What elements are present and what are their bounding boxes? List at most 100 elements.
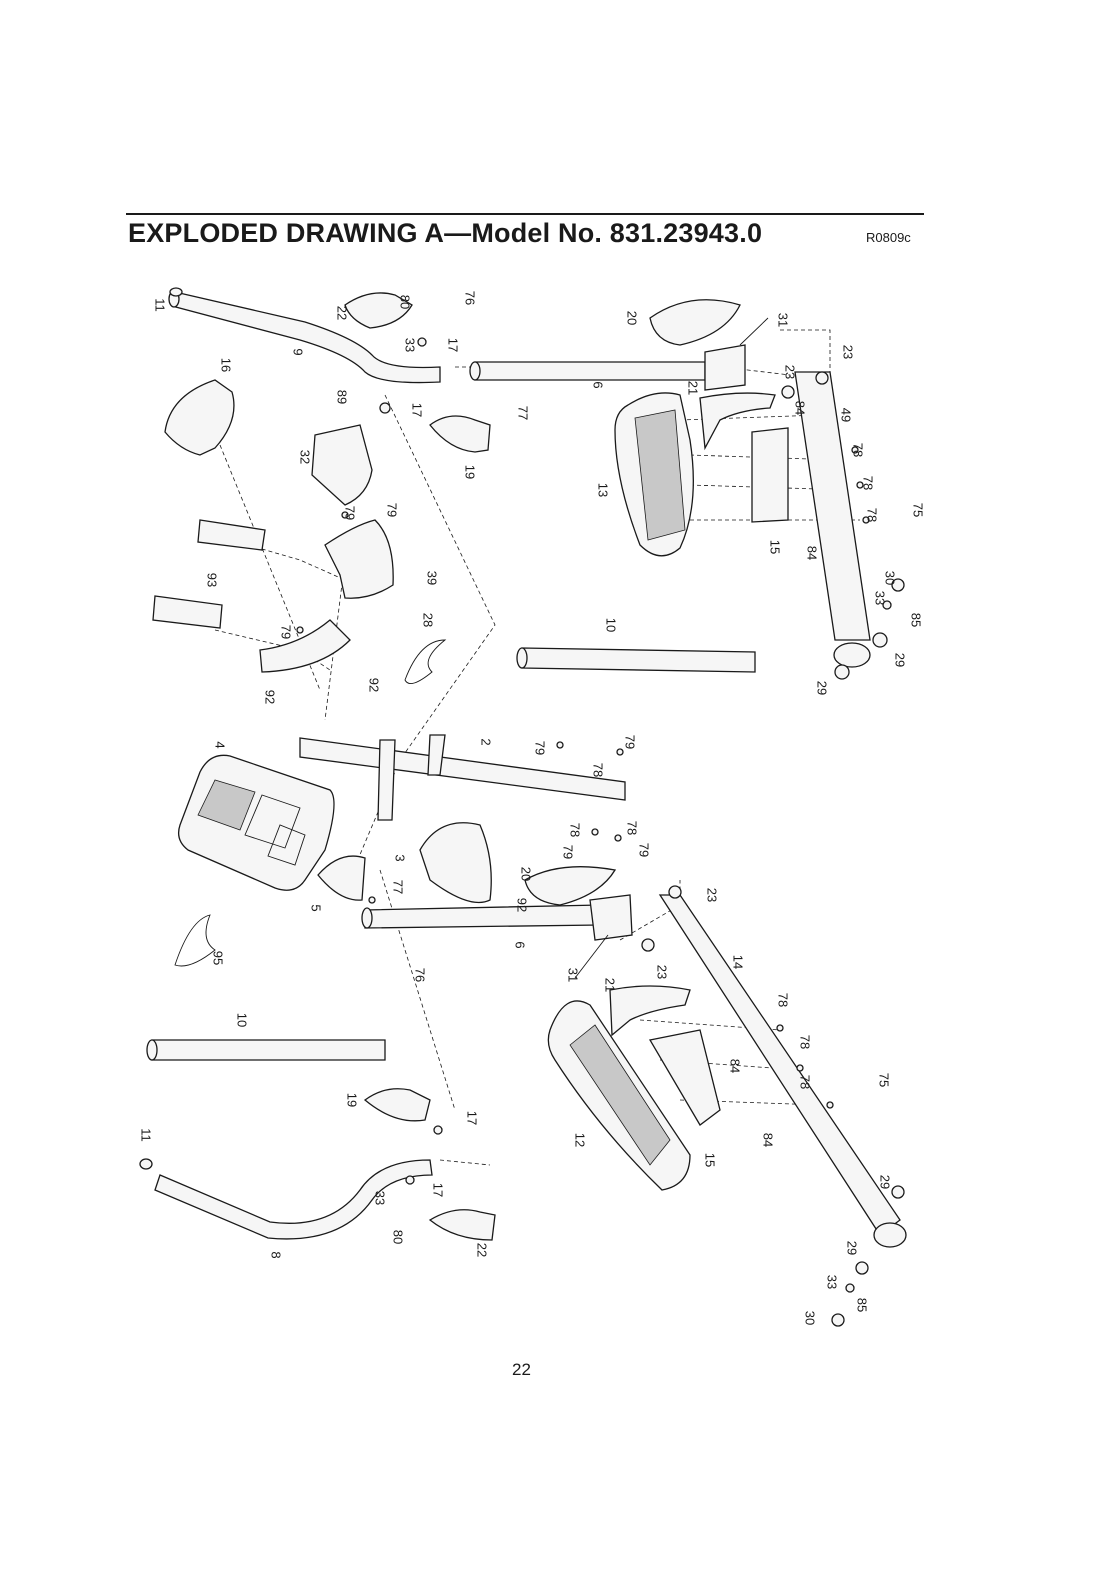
callout-17: 17 xyxy=(446,338,461,352)
callout-49: 49 xyxy=(839,408,854,422)
callout-89: 89 xyxy=(335,390,350,404)
callout-78: 78 xyxy=(568,823,583,837)
shroud-21-top xyxy=(699,392,776,451)
callout-30: 30 xyxy=(803,1311,818,1325)
callout-4: 4 xyxy=(213,741,228,748)
callout-77: 77 xyxy=(391,880,406,894)
handle-tube xyxy=(259,619,351,673)
callout-29: 29 xyxy=(893,653,908,667)
callout-76: 76 xyxy=(463,291,478,305)
cup-5 xyxy=(317,855,366,901)
brackets-15-top xyxy=(751,427,789,523)
callout-31: 31 xyxy=(566,968,581,982)
brackets-15-lower xyxy=(648,1029,721,1126)
console-4 xyxy=(177,754,335,891)
callout-32: 32 xyxy=(298,450,313,464)
wires-28 xyxy=(404,639,447,685)
callout-13: 13 xyxy=(596,483,611,497)
end-cap-11-lower xyxy=(139,1158,153,1170)
callout-31: 31 xyxy=(776,313,791,327)
callout-17: 17 xyxy=(465,1111,480,1125)
callout-79: 79 xyxy=(279,625,294,639)
shroud-3 xyxy=(419,822,492,904)
callout-79: 79 xyxy=(385,503,400,517)
callout-85: 85 xyxy=(855,1298,870,1312)
grips-93 xyxy=(152,519,266,629)
callout-29: 29 xyxy=(815,681,830,695)
callout-6: 6 xyxy=(513,941,528,948)
title-rule xyxy=(126,213,924,215)
callout-78: 78 xyxy=(591,763,606,777)
callout-23: 23 xyxy=(783,365,798,379)
callout-78: 78 xyxy=(776,993,791,1007)
callout-85: 85 xyxy=(909,613,924,627)
callout-79: 79 xyxy=(533,741,548,755)
callout-93: 93 xyxy=(205,573,220,587)
callout-92: 92 xyxy=(367,678,382,692)
callout-12: 12 xyxy=(573,1133,588,1147)
shroud-20-lower xyxy=(524,866,617,906)
upper-handlebar-9 xyxy=(168,287,441,384)
callout-23: 23 xyxy=(655,965,670,979)
tube-10-left xyxy=(146,1039,386,1061)
callout-77: 77 xyxy=(516,406,531,420)
callout-2: 2 xyxy=(479,738,494,745)
callout-39: 39 xyxy=(425,571,440,585)
pedal-arm-49 xyxy=(794,371,871,668)
callout-21: 21 xyxy=(603,978,618,992)
callout-78: 78 xyxy=(865,508,880,522)
callout-80: 80 xyxy=(398,295,413,309)
callout-9: 9 xyxy=(291,348,306,355)
callout-76: 76 xyxy=(413,968,428,982)
pedal-12 xyxy=(547,1000,691,1191)
callout-20: 20 xyxy=(519,867,534,881)
shroud-22-top xyxy=(344,292,413,329)
callout-78: 78 xyxy=(851,443,866,457)
callout-5: 5 xyxy=(309,904,324,911)
shroud-20-top xyxy=(649,299,741,346)
callout-11: 11 xyxy=(153,298,168,312)
callout-79: 79 xyxy=(561,845,576,859)
callout-75: 75 xyxy=(911,503,926,517)
main-frame-2 xyxy=(299,734,626,821)
page-number: 22 xyxy=(512,1360,531,1379)
callout-17: 17 xyxy=(431,1183,446,1197)
callout-84: 84 xyxy=(793,401,808,415)
callout-33: 33 xyxy=(373,1191,388,1205)
shroud-22-lower xyxy=(428,1209,496,1241)
callout-17: 17 xyxy=(410,403,425,417)
callout-33: 33 xyxy=(873,591,888,605)
callout-78: 78 xyxy=(798,1035,813,1049)
callout-29: 29 xyxy=(878,1175,893,1189)
callout-15: 15 xyxy=(768,540,783,554)
callout-10: 10 xyxy=(235,1013,250,1027)
callout-14: 14 xyxy=(731,955,746,969)
callout-84: 84 xyxy=(805,546,820,560)
bolt-31-lower xyxy=(574,934,609,979)
callout-79: 79 xyxy=(623,735,638,749)
callout-15: 15 xyxy=(703,1153,718,1167)
callout-33: 33 xyxy=(825,1275,840,1289)
callout-78: 78 xyxy=(861,476,876,490)
callout-29: 29 xyxy=(845,1241,860,1255)
end-cap-11-top xyxy=(169,287,183,297)
callout-16: 16 xyxy=(219,358,234,372)
callout-10: 10 xyxy=(604,618,619,632)
callout-75: 75 xyxy=(877,1073,892,1087)
callout-3: 3 xyxy=(393,854,408,861)
callout-8: 8 xyxy=(269,1251,284,1258)
lower-handlebar-8 xyxy=(139,1158,433,1240)
callout-33: 33 xyxy=(403,338,418,352)
shroud-32 xyxy=(311,424,373,506)
hardware xyxy=(296,337,905,1327)
callout-23: 23 xyxy=(841,345,856,359)
handle-39 xyxy=(324,519,394,599)
callout-95: 95 xyxy=(211,951,226,965)
callout-22: 22 xyxy=(475,1243,490,1257)
callout-11: 11 xyxy=(139,1128,154,1142)
shroud-19-lower xyxy=(363,1088,431,1122)
wires-95 xyxy=(174,914,216,967)
callout-84: 84 xyxy=(728,1059,743,1073)
shroud-19-top xyxy=(429,415,491,453)
callout-78: 78 xyxy=(798,1075,813,1089)
